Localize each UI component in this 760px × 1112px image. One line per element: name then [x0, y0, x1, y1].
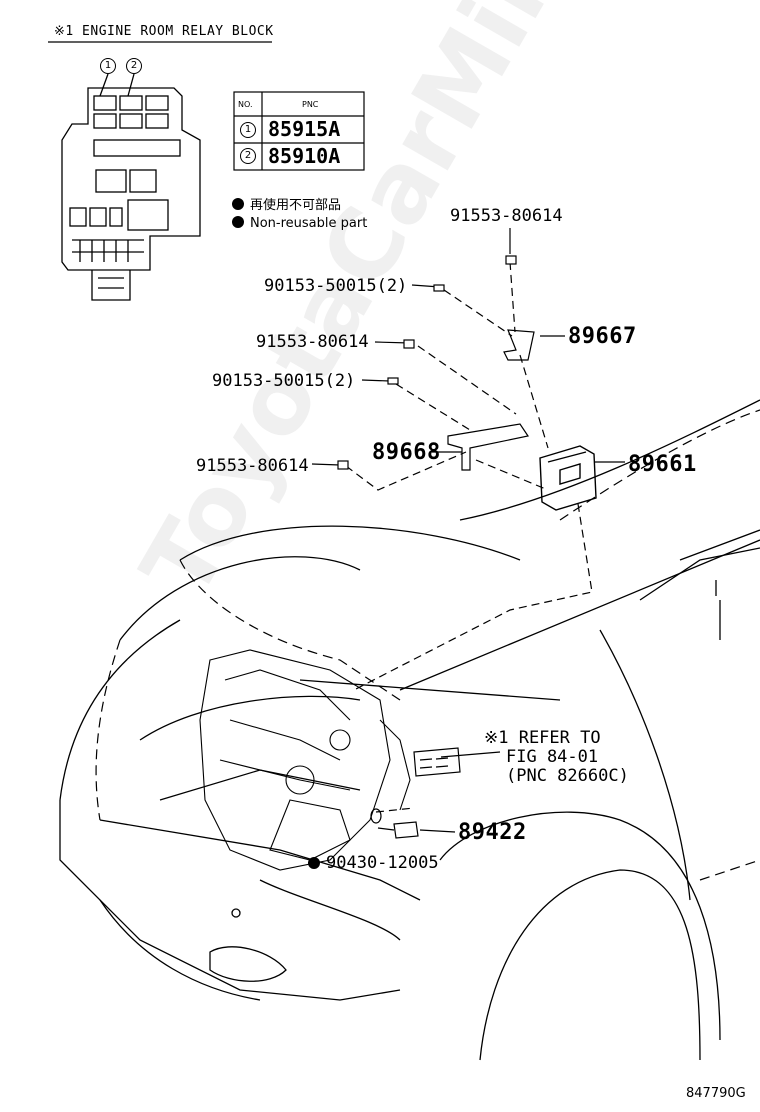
part-label-89668[interactable]: 89668 [372, 440, 441, 465]
leader-lines [311, 228, 625, 833]
refer-note-line2[interactable]: FIG 84-01 [506, 747, 599, 767]
pnc-table-row-no: 2 [240, 148, 256, 164]
part-label-89667[interactable]: 89667 [568, 324, 637, 349]
sensor-89422-drawing [377, 821, 419, 839]
pnc-table-col-no: NO. [238, 100, 253, 109]
legend-japanese: 再使用不可部品 [232, 194, 341, 213]
illustration-code: 847790G [686, 1086, 746, 1101]
refer-note-line1: ※1 REFER TO [484, 728, 601, 748]
vehicle-dash-lines [95, 409, 760, 881]
relay-callout-2: 2 [126, 58, 142, 74]
pnc-table-col-pnc: PNC [302, 100, 319, 109]
assembly-dash-lines [345, 261, 593, 813]
relay-block-drawing [61, 73, 201, 301]
part-label-91553-80614-low[interactable]: 91553-80614 [196, 456, 309, 476]
vehicle-body-drawing [59, 399, 760, 1061]
non-reusable-dot-icon [232, 198, 244, 210]
bracket-89667 [503, 329, 535, 361]
part-label-89422[interactable]: 89422 [458, 820, 527, 845]
part-label-89661[interactable]: 89661 [628, 452, 697, 477]
refer-note-line3[interactable]: (PNC 82660C) [506, 766, 629, 786]
relay-callout-1: 1 [100, 58, 116, 74]
bracket-89668 [447, 423, 529, 471]
part-label-90153-50015-a[interactable]: 90153-50015(2) [264, 276, 408, 296]
non-reusable-dot-icon [232, 216, 244, 228]
bolt-shapes [337, 255, 517, 470]
pnc-table-row-no: 1 [240, 122, 256, 138]
non-reusable-dot-icon [308, 857, 320, 869]
legend-english: Non-reusable part [232, 216, 367, 231]
part-label-90430-12005[interactable]: 90430-12005 [308, 853, 439, 873]
ecu-89661-drawing [539, 445, 597, 511]
relay-module-drawing [413, 747, 461, 777]
engine-drawing [199, 649, 411, 871]
pnc-table-row-pnc: 85910A [268, 144, 341, 168]
part-label-90430-12005-text: 90430-12005 [326, 853, 439, 873]
pnc-table-row-pnc: 85915A [268, 117, 341, 141]
part-label-90153-50015-b[interactable]: 90153-50015(2) [212, 371, 356, 391]
header-title: ※1 ENGINE ROOM RELAY BLOCK [54, 24, 274, 39]
legend-japanese-text: 再使用不可部品 [250, 198, 342, 213]
part-label-91553-80614-top[interactable]: 91553-80614 [450, 206, 563, 226]
part-label-91553-80614-mid[interactable]: 91553-80614 [256, 332, 369, 352]
pnc-table-grid [233, 91, 365, 171]
gasket-90430-drawing [370, 808, 382, 824]
legend-english-text: Non-reusable part [250, 216, 368, 231]
